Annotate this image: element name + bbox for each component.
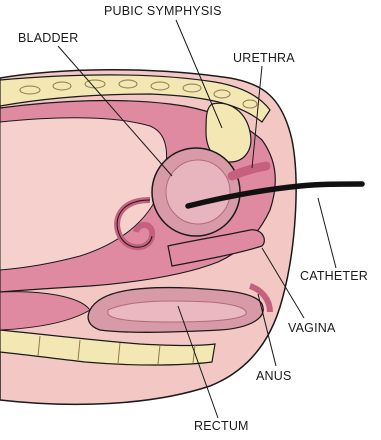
label-pubic-symphysis: PUBIC SYMPHYSIS [104,4,222,18]
label-vagina: VAGINA [288,321,336,335]
bladder-inner [166,160,230,224]
rectum-inner [108,301,246,322]
label-catheter: CATHETER [300,269,368,283]
label-urethra: URETHRA [233,51,295,65]
label-anus: ANUS [256,369,292,383]
label-bladder: BLADDER [18,31,78,45]
leader-catheter [318,198,336,268]
label-rectum: RECTUM [194,419,249,433]
